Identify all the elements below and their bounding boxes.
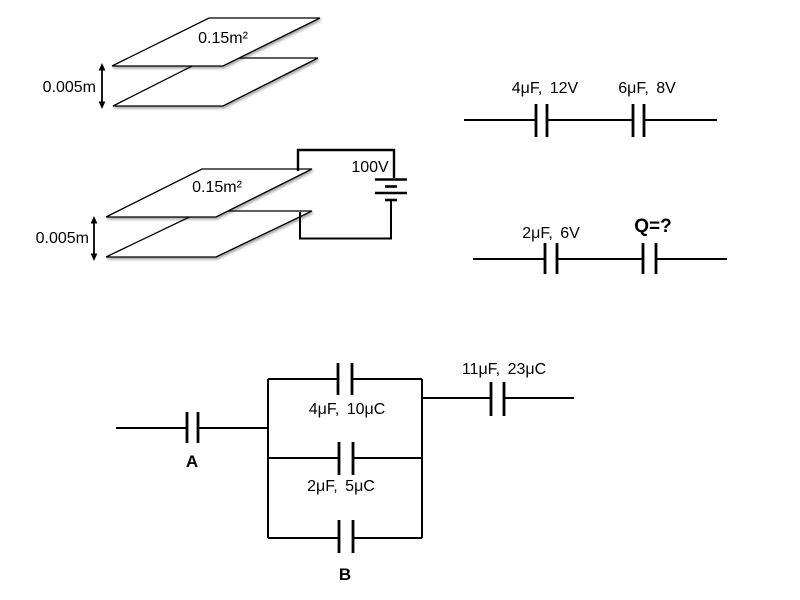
network-output-cap-label: 11μF, 23μC: [462, 361, 546, 378]
battery-circuit: 100V: [296, 148, 407, 240]
separation-arrow-icon: [98, 63, 106, 109]
plate-capacitor-diagram-1: 0.15m² 0.005m: [43, 17, 321, 109]
plate1-area-label: 0.15m²: [198, 30, 248, 47]
capacitor-b-icon: [337, 520, 355, 553]
capacitor-network-circuit: A 4μF, 10μC 2μF, 5μC B: [116, 361, 574, 584]
wire-top: [296, 148, 396, 178]
network-middle-branch-label: 2μF, 5μC: [307, 478, 375, 495]
top-plate-shape: [105, 168, 313, 218]
capacitor-icon: [534, 104, 549, 137]
plate1-separation-label: 0.005m: [43, 79, 96, 96]
plate2-area-label: 0.15m²: [192, 179, 242, 196]
plate2-separation-label: 0.005m: [36, 230, 89, 247]
series-circuit-1: 4μF, 12V 6μF, 8V: [464, 80, 717, 137]
arrow-down-head: [98, 101, 106, 109]
arrow-down-head: [90, 253, 98, 261]
network-input-cap-label: A: [186, 452, 198, 471]
battery-icon: [375, 178, 407, 202]
wire-bottom: [299, 201, 392, 240]
capacitor-icon: [631, 104, 646, 137]
middle-branch-capacitor-icon: [337, 442, 355, 475]
bottom-plate-shape: [105, 210, 313, 258]
series1-right-cap-label: 6μF, 8V: [618, 80, 676, 97]
output-capacitor-icon: [489, 382, 506, 416]
separation-arrow-icon: [90, 216, 98, 261]
bottom-plate-shape: [112, 57, 319, 107]
network-bottom-branch-label: B: [339, 565, 351, 584]
capacitor-icon: [641, 243, 658, 274]
series-circuit-2: 2μF, 6V Q=?: [473, 216, 727, 274]
capacitor-icon: [543, 243, 559, 274]
top-branch-capacitor-icon: [336, 363, 354, 395]
series2-unknown-charge-label: Q=?: [634, 216, 671, 237]
arrow-up-head: [90, 216, 98, 224]
capacitor-a-icon: [185, 412, 200, 443]
top-plate-shape: [111, 17, 321, 67]
series2-left-cap-label: 2μF, 6V: [522, 225, 580, 242]
plate-capacitor-diagram-2: 0.15m² 0.005m 100V: [36, 148, 407, 261]
battery-voltage-label: 100V: [351, 159, 389, 176]
arrow-up-head: [98, 63, 106, 71]
series1-left-cap-label: 4μF, 12V: [512, 80, 579, 97]
network-top-branch-label: 4μF, 10μC: [309, 401, 386, 418]
